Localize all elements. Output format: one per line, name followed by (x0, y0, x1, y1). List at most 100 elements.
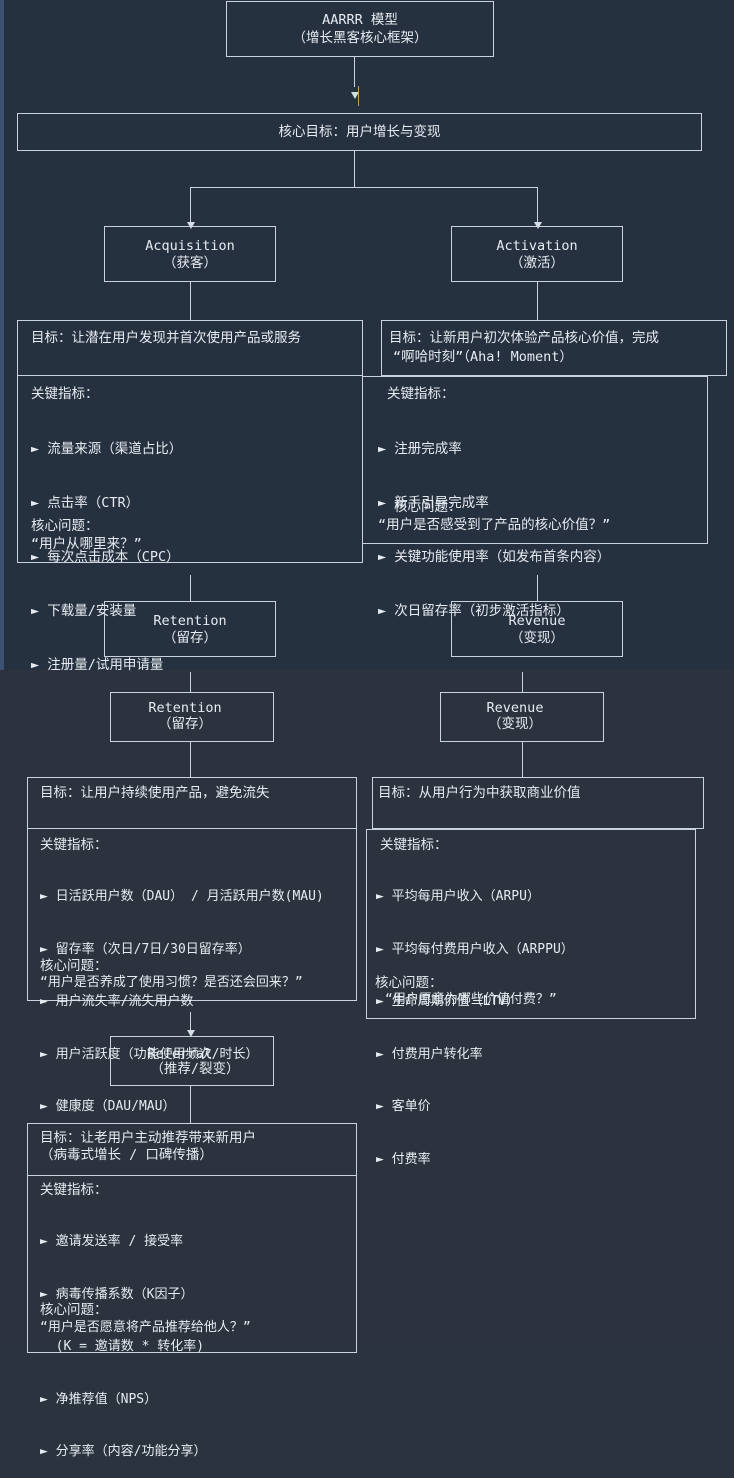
kpi-item: ► 关键功能使用率（如发布首条内容） (378, 549, 611, 565)
kpi-item: ► 用户活跃度（功能使用频次/时长） (40, 1046, 259, 1062)
acq-question-title: 核心问题： (31, 518, 99, 534)
kpi-item: ► 注册完成率 (378, 441, 462, 457)
stage-revenue (451, 601, 623, 657)
connector (537, 187, 538, 223)
ref-question: “用户是否愿意将产品推荐给他人？” (40, 1320, 251, 1335)
act-question-title: 核心问题： (394, 499, 462, 515)
connector (537, 575, 538, 601)
kpi-item: ► 病毒传播系数（K因子） (40, 1286, 194, 1302)
acq-goal: 目标：让潜在用户发现并首次使用产品或服务 (31, 330, 301, 346)
kpi-item: ► 流量来源（渠道占比） (31, 441, 183, 457)
connector (354, 151, 355, 187)
arrow-down-icon (534, 222, 542, 229)
rev-question: “用户愿意为哪些价值付费？” (385, 992, 557, 1007)
ref-kpi-list: ► 邀请发送率 / 接受率 ► 病毒传播系数（K因子） (K = 邀请数 * 转… (40, 1198, 206, 1478)
stage-retention-copy (110, 692, 274, 742)
connector (190, 575, 191, 601)
stage-retention (104, 601, 276, 657)
stage-referral (110, 1036, 274, 1086)
activation-detail-body (362, 376, 708, 544)
ret-kpi-title: 关键指标： (40, 837, 108, 853)
stage-activation-cn: （激活） (510, 255, 564, 271)
goal-node (17, 113, 702, 151)
stage-acquisition-name: Acquisition (145, 238, 235, 254)
stage-revenue-copy-name: Revenue (486, 700, 544, 716)
rev-goal: 目标：从用户行为中获取商业价值 (378, 785, 581, 801)
acq-question: “用户从哪里来？” (31, 536, 142, 552)
stage-acquisition-cn: （获客） (163, 255, 217, 271)
connector (537, 282, 538, 320)
stage-revenue-name: Revenue (508, 613, 566, 629)
connector (354, 57, 355, 87)
root-title: AARRR 模型 (322, 12, 398, 28)
kpi-item: ► 次日留存率（初步激活指标） (378, 603, 570, 619)
connector (190, 1012, 191, 1034)
kpi-item: ► 点击率（CTR） (31, 495, 140, 511)
connector (190, 187, 191, 223)
connector (522, 672, 523, 692)
stage-activation (451, 226, 623, 282)
kpi-item: ► 分享率（内容/功能分享） (40, 1444, 207, 1459)
upper-panel (0, 0, 734, 670)
divider (27, 1175, 357, 1176)
kpi-item: ► 下载量/安装量 (31, 603, 137, 619)
connector (190, 742, 191, 777)
divider (17, 375, 363, 376)
arrow-down-icon (351, 92, 359, 99)
connector (190, 187, 538, 188)
kpi-item: ► 净推荐值（NPS） (40, 1391, 158, 1407)
connector (190, 282, 191, 320)
window-left-edge (0, 0, 4, 670)
stage-revenue-copy-cn: （变现） (488, 716, 542, 732)
connector (190, 1086, 191, 1123)
divider (27, 828, 357, 829)
kpi-item: ► 客单价 (376, 1099, 431, 1114)
kpi-item: ► 留存率（次日/7日/30日留存率） (40, 941, 251, 957)
rev-question-title: 核心问题： (375, 975, 443, 991)
activation-detail (381, 320, 727, 376)
kpi-item: ► 新手引导完成率 (378, 495, 489, 511)
ret-question: “用户是否养成了使用习惯？是否还会回来？” (40, 975, 303, 990)
ref-question-title: 核心问题： (40, 1302, 108, 1318)
stage-revenue-cn: （变现） (510, 630, 564, 646)
retention-detail (27, 777, 357, 1001)
act-kpi-list: ► 注册完成率 ► 新手引导完成率 ► 关键功能使用率（如发布首条内容） ► 次… (378, 404, 610, 638)
rev-kpi-title: 关键指标： (380, 837, 448, 853)
cursor-marker (358, 86, 359, 106)
stage-referral-name: Referral (147, 1046, 213, 1062)
connector (522, 742, 523, 777)
act-kpi-title: 关键指标： (387, 386, 455, 402)
kpi-item: ► 邀请发送率 / 接受率 (40, 1234, 184, 1249)
kpi-item: ► 日活跃用户数（DAU） / 月活跃用户数(MAU) (40, 889, 324, 904)
rev-kpi-list: ► 平均每用户收入（ARPU） ► 平均每付费用户收入（ARPPU） ► 生命周… (376, 853, 574, 1186)
kpi-item: ► 注册量/试用申请量 (31, 657, 164, 673)
ret-kpi-list: ► 日活跃用户数（DAU） / 月活跃用户数(MAU) ► 留存率（次日/7日/… (40, 853, 324, 1133)
lower-panel (0, 670, 734, 1343)
kpi-item: ► 付费率 (376, 1151, 431, 1167)
stage-retention-copy-cn: （留存） (158, 716, 212, 732)
act-goal-line1: 目标：让新用户初次体验产品核心价值，完成 (389, 330, 659, 346)
root-subtitle: （增长黑客核心框架） (292, 30, 428, 46)
stage-acquisition (104, 226, 276, 282)
stage-referral-cn: （推荐/裂变） (150, 1061, 240, 1077)
ref-goal-line2: （病毒式增长 / 口碑传播） (40, 1147, 213, 1163)
ret-goal: 目标：让用户持续使用产品，避免流失 (40, 785, 270, 801)
ref-kpi-title: 关键指标： (40, 1182, 108, 1198)
root-node (226, 1, 494, 57)
goal-text: 核心目标：用户增长与变现 (278, 124, 441, 140)
revenue-detail-body (366, 829, 696, 1019)
acq-kpi-title: 关键指标： (31, 386, 99, 402)
stage-retention-cn: （留存） (163, 630, 217, 646)
arrow-down-icon (187, 222, 195, 229)
stage-revenue-copy (440, 692, 604, 742)
arrow-down-icon (187, 1030, 195, 1037)
kpi-item: ► 健康度（DAU/MAU） (40, 1099, 176, 1114)
kpi-item: ► 平均每付费用户收入（ARPPU） (376, 941, 574, 957)
acq-kpi-list: ► 流量来源（渠道占比） ► 点击率（CTR） ► 每次点击成本（CPC） ► … (31, 404, 182, 692)
kpi-item: (K = 邀请数 * 转化率) (40, 1339, 205, 1354)
stage-activation-name: Activation (496, 238, 578, 254)
ref-goal-line1: 目标：让老用户主动推荐带来新用户 (40, 1130, 256, 1146)
kpi-item: ► 平均每用户收入（ARPU） (376, 889, 540, 904)
kpi-item: ► 用户流失率/流失用户数 (40, 994, 194, 1009)
act-question: “用户是否感受到了产品的核心价值？” (378, 517, 611, 533)
